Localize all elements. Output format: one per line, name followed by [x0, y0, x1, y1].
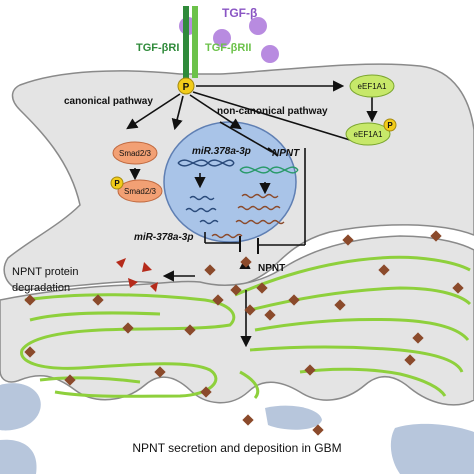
non-canonical-pathway-label: non-canonical pathway: [217, 106, 328, 117]
pathway-arrows: [126, 80, 378, 348]
tgfbrii-label: TGF-βRII: [205, 42, 251, 54]
gbm-caption: NPNT secretion and deposition in GBM: [132, 441, 341, 455]
eef1a1-label: eEF1A1: [358, 82, 387, 91]
canonical-pathway-label: canonical pathway: [64, 96, 153, 107]
npnt-gene-label: NPNT: [272, 148, 300, 159]
foot-processes: [0, 235, 474, 406]
receptor-phospho-icon: [177, 77, 195, 95]
p-smad23-label: Smad2/3: [124, 187, 157, 196]
degradation-label: NPNT protein degradation: [12, 266, 82, 294]
receptor-phospho-label: P: [183, 82, 190, 93]
degraded-fragments: [116, 258, 158, 292]
mir-inhibits-npnt-line: [219, 121, 273, 153]
eef1a1-phospho-label: P: [387, 121, 393, 130]
p-eef1a1-label: eEF1A1: [354, 130, 383, 139]
mir-cytoplasm-label: miR-378a-3p: [134, 232, 193, 243]
tgfbrii-receptor: [192, 6, 198, 78]
smad23-node: [112, 141, 158, 165]
extracellular-blobs: [0, 383, 474, 474]
npnt-protein-label: NPNT: [258, 263, 285, 274]
nucleus: [163, 121, 297, 243]
smad23-label: Smad2/3: [119, 149, 152, 158]
dna-npnt-helix: [239, 166, 299, 174]
smad-phospho-label: P: [114, 179, 120, 188]
eef1a1-node: [349, 74, 395, 98]
transcripts: [185, 193, 285, 239]
eef1a1-phospho-icon: [383, 118, 397, 132]
p-eef1a1-node: [345, 122, 391, 146]
tgfbri-label: TGF-βRI: [136, 42, 179, 54]
p-smad23-node: [117, 179, 163, 203]
tgfbri-receptor: [183, 6, 189, 78]
gbm-loops: [20, 255, 472, 399]
dna-mir-helix: [177, 159, 235, 167]
tgfb-label: TGF-β: [222, 6, 257, 20]
mir-gene-label: miR.378a-3p: [192, 146, 251, 157]
smad-phospho-icon: [110, 176, 124, 190]
